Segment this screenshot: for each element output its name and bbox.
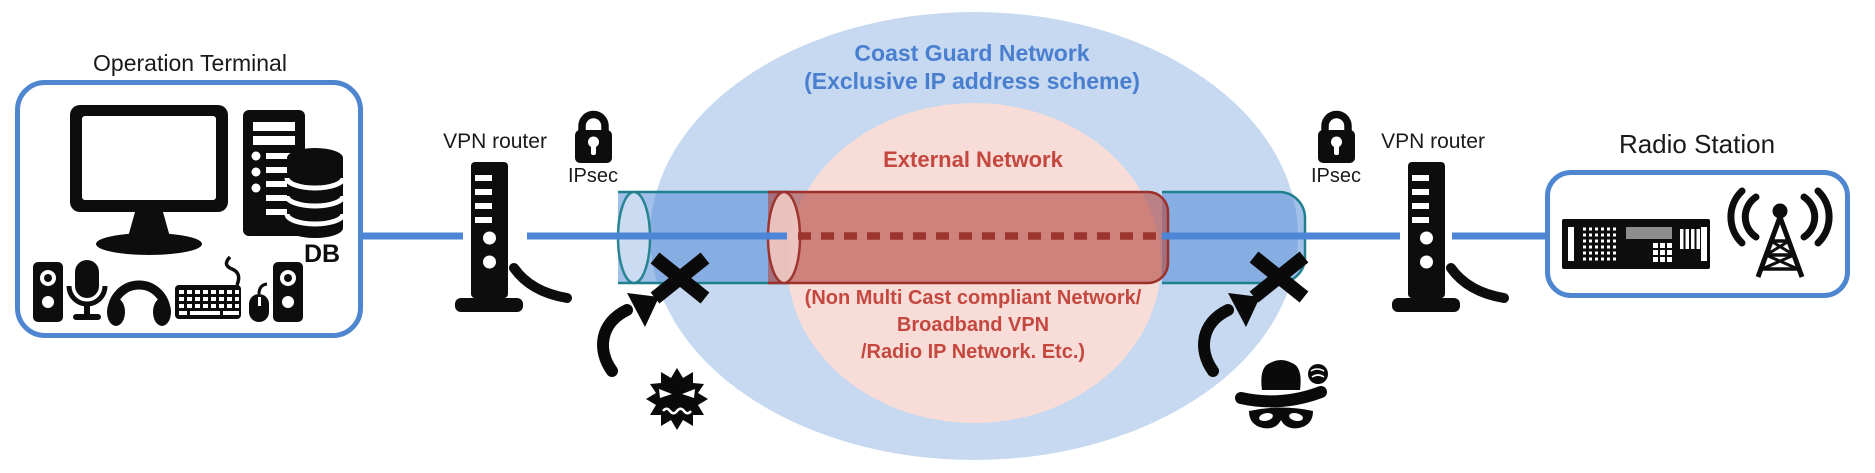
radio-station-equipment — [1562, 187, 1833, 278]
attack-arrow-icon-left — [603, 293, 659, 371]
operation-terminal-equipment: DB — [33, 105, 346, 326]
vpn-router-right-label: VPN router — [1381, 130, 1485, 153]
radio-station-label: Radio Station — [1618, 129, 1776, 159]
vpn-router-left-label: VPN router — [443, 130, 547, 153]
coast-guard-network-subtitle: (Exclusive IP address scheme) — [804, 68, 1140, 94]
radio-station-box — [1545, 170, 1850, 298]
virus-icon — [646, 368, 708, 430]
microphone-icon — [66, 260, 108, 320]
antenna-icon — [1727, 187, 1833, 278]
external-network-note-line2: Broadband VPN — [896, 314, 1050, 336]
headphones-icon — [107, 280, 171, 326]
speaker-icon-left — [33, 262, 63, 322]
keyboard-icon — [175, 255, 241, 319]
operation-terminal-box: DB — [15, 80, 363, 338]
ipsec-right-label: IPsec — [1310, 165, 1362, 187]
operation-terminal-label: Operation Terminal — [93, 50, 287, 76]
padlock-icon-left — [575, 115, 612, 164]
padlock-icon-right — [1318, 115, 1355, 164]
db-label: DB — [304, 240, 340, 268]
speaker-icon-right — [273, 262, 303, 322]
mouse-icon — [249, 282, 269, 322]
radio-transceiver-icon — [1562, 219, 1710, 269]
scribble-ball-icon — [1308, 364, 1328, 384]
external-network-note-line1: (Non Multi Cast compliant Network/ — [804, 287, 1142, 309]
ipsec-left-label: IPsec — [567, 165, 619, 187]
external-network-notes: (Non Multi Cast compliant Network/ Broad… — [723, 285, 1223, 366]
database-icon: DB — [284, 148, 346, 268]
external-network-note-line3: /Radio IP Network. Etc.) — [860, 341, 1086, 363]
external-network-title: External Network — [883, 147, 1063, 172]
coast-guard-network-title: Coast Guard Network — [854, 40, 1090, 66]
spy-icon — [1235, 360, 1328, 429]
radio-waves-icon — [1727, 187, 1833, 247]
monitor-icon — [70, 105, 228, 255]
